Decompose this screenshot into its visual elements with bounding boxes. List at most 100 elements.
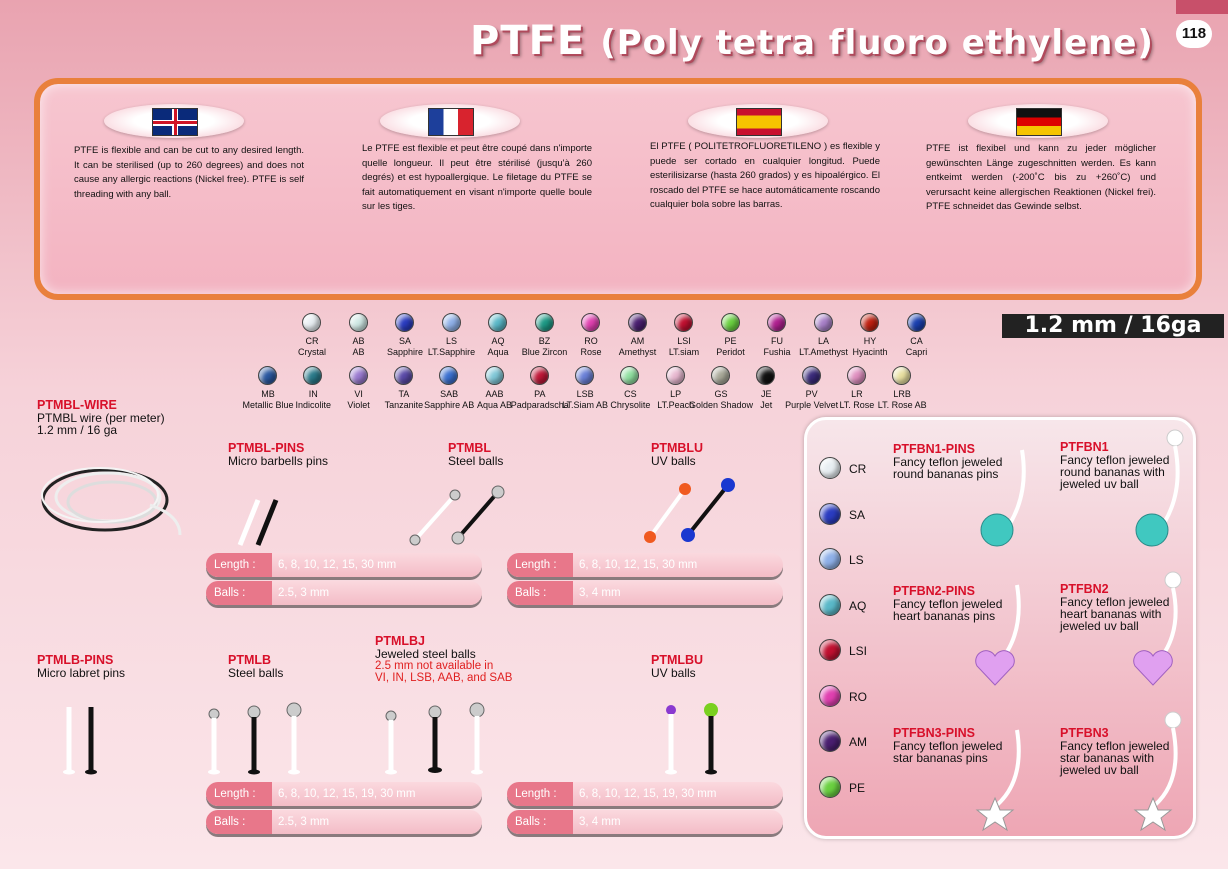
product-ptmblu: PTMBLU UV balls bbox=[651, 441, 703, 467]
gem-swatch-hy bbox=[860, 313, 879, 332]
gem-name: Blue Zircon bbox=[521, 347, 568, 357]
gem-swatch-ab bbox=[348, 313, 368, 332]
product-code: PTMBLU bbox=[651, 441, 704, 455]
product-desc: UV balls bbox=[651, 666, 696, 680]
length-spec-uv-bottom: Length : 6, 8, 10, 12, 15, 19, 30 mm bbox=[507, 782, 783, 806]
gem-code: RO bbox=[584, 336, 598, 346]
length-label: Length : bbox=[507, 553, 573, 577]
gem-swatch-la bbox=[813, 313, 833, 332]
gem-name: Purple Velvet bbox=[785, 400, 839, 410]
gem-name: Hyacinth bbox=[852, 347, 888, 357]
length-label: Length : bbox=[206, 553, 272, 577]
gem-code: PV bbox=[805, 389, 818, 399]
gem-swatch-aab bbox=[484, 366, 504, 385]
gem-code: CR bbox=[305, 336, 319, 346]
product-desc: Jeweled steel balls bbox=[375, 647, 476, 661]
length-spec-uv-top: Length : 6, 8, 10, 12, 15, 30 mm bbox=[507, 553, 783, 577]
fancy-gem-label: CR bbox=[849, 462, 867, 476]
gem-swatch-bz bbox=[534, 313, 554, 332]
french-flag-badge bbox=[380, 104, 520, 138]
length-value: 6, 8, 10, 12, 15, 19, 30 mm bbox=[579, 788, 717, 800]
gem-swatch-vi bbox=[348, 366, 368, 385]
product-code: PTFBN1 bbox=[1060, 440, 1109, 454]
page-number: 118 bbox=[1176, 20, 1212, 48]
product-desc: Fancy teflon jeweled bbox=[893, 739, 1003, 753]
spanish-flag-badge bbox=[688, 104, 828, 138]
product-ptmlbj: PTMLBJ Jeweled steel balls 2.5 mm not av… bbox=[375, 634, 512, 684]
gem-code: IN bbox=[308, 389, 318, 399]
fancy-gem-label: PE bbox=[849, 780, 866, 795]
product-ptmlb: PTMLB Steel balls bbox=[228, 653, 283, 679]
uv-ball-barbells-image bbox=[644, 478, 735, 543]
gem-swatch-am bbox=[627, 313, 647, 332]
gem-name: Jet bbox=[760, 400, 773, 410]
gem-code: PE bbox=[724, 336, 737, 346]
gem-code: LSI bbox=[677, 336, 691, 346]
france-flag-icon bbox=[428, 108, 474, 136]
balls-label: Balls : bbox=[507, 810, 573, 834]
gem-name: Peridot bbox=[716, 347, 745, 357]
product-code: PTFBN2 bbox=[1060, 582, 1109, 596]
product-size: 1.2 mm / 16 ga bbox=[37, 423, 118, 437]
balls-spec-steel-bottom: Balls : 2.5, 3 mm bbox=[206, 810, 482, 834]
title-main: PTFE bbox=[470, 18, 586, 64]
gem-code: HY bbox=[863, 336, 877, 346]
balls-value: 3, 4 mm bbox=[579, 587, 621, 599]
fancy-gem-aq bbox=[819, 593, 841, 616]
product-code: PTMBL-PINS bbox=[228, 441, 305, 455]
gem-swatch-mb bbox=[258, 366, 277, 385]
gem-name: Chrysolite bbox=[610, 400, 651, 410]
gem-code: BZ bbox=[538, 336, 551, 346]
fancy-gem-label: AM bbox=[849, 735, 867, 749]
gem-name: LT.Siam AB bbox=[562, 400, 609, 410]
gem-name: LT. Rose bbox=[839, 400, 875, 410]
length-label: Length : bbox=[507, 782, 573, 806]
gem-code: LR bbox=[851, 389, 863, 399]
length-value: 6, 8, 10, 12, 15, 30 mm bbox=[579, 559, 698, 571]
gem-swatch-sab bbox=[439, 366, 459, 385]
fancy-gem-sa bbox=[819, 502, 841, 525]
gem-name: LT.siam bbox=[668, 347, 700, 357]
fancy-gem-label: SA bbox=[849, 507, 866, 522]
fancy-gem-cr bbox=[819, 457, 841, 479]
gem-name: Sapphire bbox=[386, 347, 424, 357]
product-code: PTFBN3-PINS bbox=[893, 726, 975, 740]
product-desc: round bananas with bbox=[1060, 465, 1165, 479]
gem-name: Violet bbox=[347, 400, 370, 410]
balls-label: Balls : bbox=[206, 581, 272, 605]
balls-value: 2.5, 3 mm bbox=[278, 587, 330, 599]
gem-name: Fushia bbox=[763, 347, 791, 357]
gem-name: Amethyst bbox=[618, 347, 657, 357]
gem-swatch-ta bbox=[393, 366, 413, 385]
balls-value: 3, 4 mm bbox=[579, 816, 621, 828]
product-ptmbl-wire: PTMBL-WIRE PTMBL wire (per meter) 1.2 mm… bbox=[37, 398, 165, 436]
gem-code: LRB bbox=[893, 389, 911, 399]
gem-swatch-pe bbox=[720, 313, 740, 332]
gem-name: Aqua bbox=[487, 347, 509, 357]
product-desc: Fancy teflon jeweled bbox=[1060, 739, 1170, 753]
product-desc: round bananas pins bbox=[893, 467, 999, 481]
balls-spec-uv-top: Balls : 3, 4 mm bbox=[507, 581, 783, 605]
product-desc: jeweled uv ball bbox=[1060, 477, 1139, 491]
gem-code: PA bbox=[534, 389, 546, 399]
english-description: PTFE is flexible and can be cut to any d… bbox=[74, 145, 304, 200]
length-spec-steel-bottom: Length : 6, 8, 10, 12, 15, 19, 30 mm bbox=[206, 782, 482, 806]
gem-name: LT.Peach bbox=[657, 400, 695, 410]
gem-code: CS bbox=[624, 389, 637, 399]
product-desc: jeweled uv ball bbox=[1060, 619, 1139, 633]
fancy-gem-label: LSI bbox=[849, 644, 868, 658]
product-ptmbl-pins: PTMBL-PINS Micro barbells pins bbox=[228, 441, 328, 467]
gem-code: AM bbox=[630, 336, 645, 346]
gem-name: Padparadscha bbox=[510, 400, 569, 410]
fancy-gem-lsi bbox=[819, 639, 841, 661]
fancy-gem-label: LS bbox=[849, 553, 864, 567]
product-code: PTFBN3 bbox=[1060, 726, 1109, 740]
gem-code: AAB bbox=[485, 389, 504, 399]
product-desc: star bananas with bbox=[1060, 751, 1155, 765]
fancy-gem-pe bbox=[819, 775, 841, 798]
gem-swatch-ls bbox=[441, 313, 461, 332]
product-desc: heart bananas pins bbox=[893, 609, 996, 623]
language-description-box: PTFE is flexible and can be cut to any d… bbox=[34, 78, 1202, 300]
heart-banana-pin-image bbox=[975, 584, 1021, 686]
gem-name: Crystal bbox=[297, 347, 326, 357]
